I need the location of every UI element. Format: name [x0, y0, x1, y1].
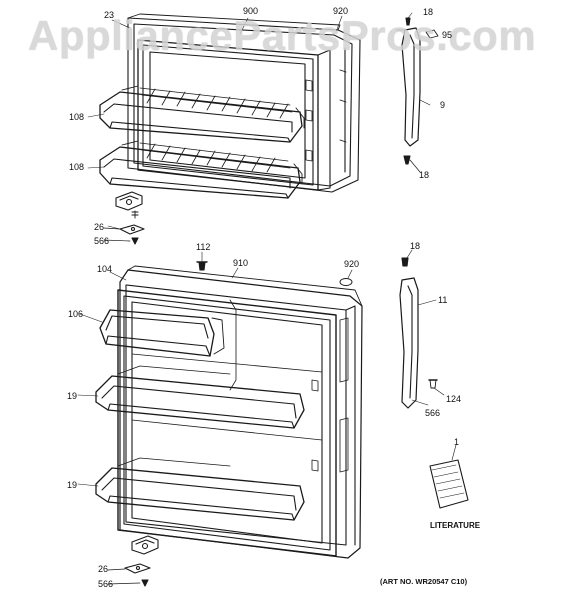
callout-900: 900	[243, 6, 259, 16]
callout-108-b: 108	[69, 162, 85, 172]
callout-18-c: 18	[410, 241, 421, 251]
callout-26-a: 26	[94, 222, 105, 232]
callout-19-a: 19	[67, 391, 78, 401]
callout-23: 23	[104, 10, 115, 20]
freezer-door-assembly	[127, 13, 361, 193]
handle-trim-lower	[399, 257, 419, 409]
callout-95: 95	[442, 30, 453, 40]
dairy-compartment	[99, 309, 225, 357]
callout-920-top: 920	[333, 6, 349, 16]
callout-108-a: 108	[69, 112, 85, 122]
door-shelf-lower	[95, 457, 305, 521]
callout-18-a: 18	[423, 7, 434, 17]
screw-124	[428, 379, 438, 389]
art-number: (ART NO. WR20547 C10)	[380, 577, 468, 586]
callout-566-c: 566	[98, 579, 114, 589]
plug-920	[339, 278, 353, 286]
door-shelf-upper	[95, 365, 305, 429]
callout-11: 11	[438, 295, 448, 305]
literature-label: LITERATURE	[430, 521, 481, 530]
door-cam-upper	[115, 191, 143, 211]
callout-26-b: 26	[98, 564, 109, 574]
freezer-shelf-upper	[99, 85, 305, 143]
literature-booklet	[429, 459, 469, 509]
fresh-food-door-assembly	[117, 265, 363, 559]
callout-106: 106	[68, 309, 84, 319]
callout-112: 112	[196, 242, 211, 252]
callout-566-b: 566	[425, 408, 441, 418]
leader-lines	[77, 12, 457, 487]
callout-124: 124	[446, 394, 462, 404]
screw-112	[196, 261, 208, 271]
callout-104: 104	[97, 264, 113, 274]
callout-910: 910	[233, 258, 249, 268]
freezer-shelf-lower	[99, 140, 303, 199]
screw-bushing-lower	[107, 563, 151, 587]
door-cam-lower	[131, 535, 159, 555]
callout-920-mid: 920	[344, 259, 360, 269]
screw-bushing-upper	[103, 210, 145, 245]
callout-9: 9	[440, 100, 446, 110]
callout-1: 1	[454, 437, 460, 447]
callout-19-b: 19	[67, 480, 78, 490]
callout-566-a: 566	[94, 236, 110, 246]
callout-18-b: 18	[419, 170, 430, 180]
handle-trim-upper	[395, 17, 439, 173]
